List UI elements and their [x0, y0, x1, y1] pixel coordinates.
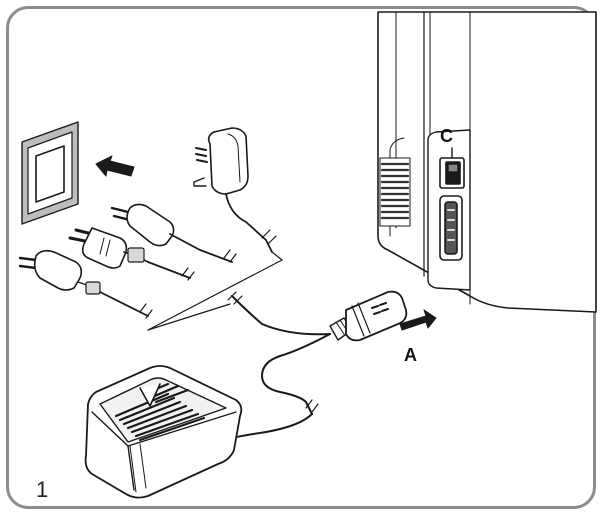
plug-options-outline [147, 251, 283, 331]
foot-pedal [84, 365, 243, 499]
euro-plug-bottom [18, 249, 153, 319]
machine-connector-a [261, 290, 408, 415]
power-socket [439, 195, 463, 261]
wall-outlet [21, 121, 79, 225]
arrow-to-wall-icon [95, 155, 135, 177]
main-cord [227, 291, 331, 336]
sewing-machine [377, 11, 597, 313]
ac-adapter-plug [193, 127, 277, 253]
power-switch-c [439, 147, 465, 189]
step-number: 1 [36, 477, 49, 502]
pedal-cord [231, 413, 313, 439]
label-c: C [440, 126, 453, 146]
us-plug [68, 227, 195, 281]
euro-plug-middle [110, 203, 237, 263]
arrow-a-icon [399, 309, 437, 331]
vent-grille [379, 157, 411, 227]
label-a: A [404, 345, 417, 365]
